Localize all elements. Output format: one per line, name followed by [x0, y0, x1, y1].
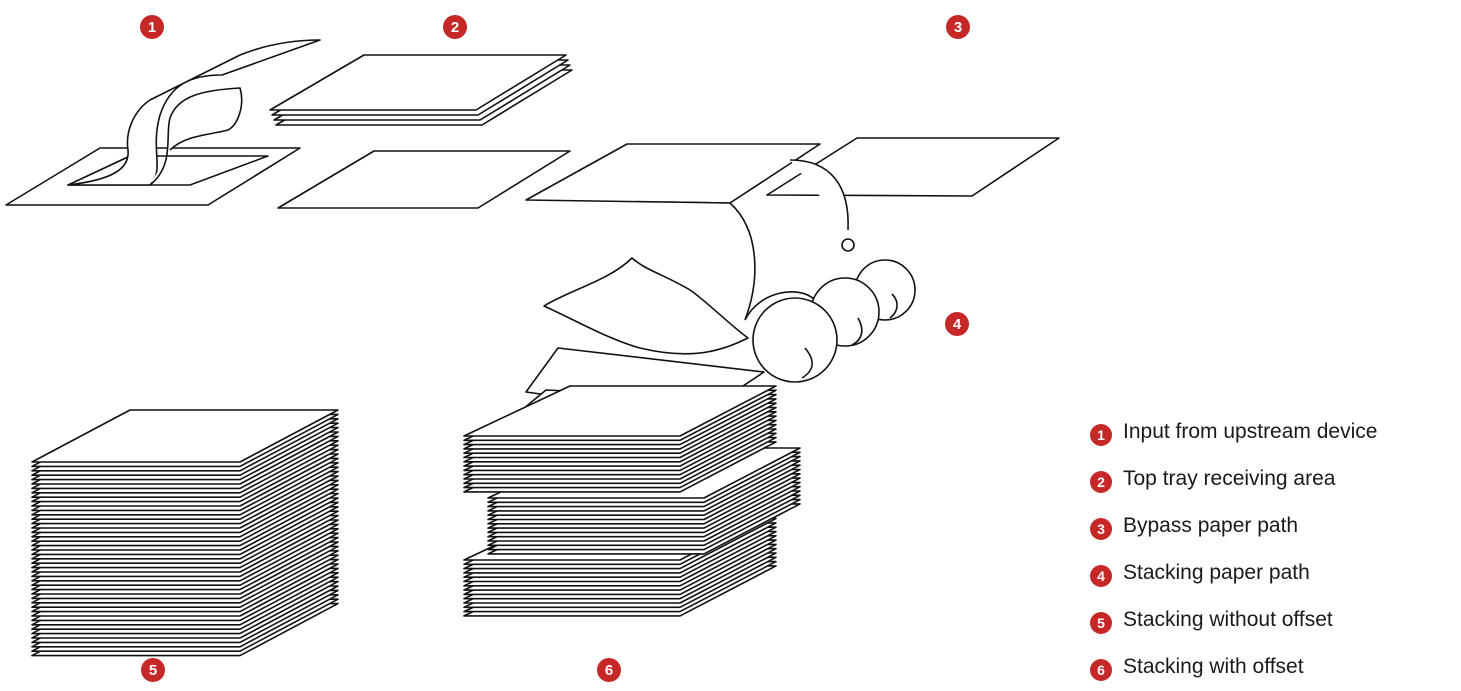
legend-item: 4 Stacking paper path [1090, 549, 1460, 596]
legend-badge: 4 [1090, 564, 1112, 587]
svg-text:5: 5 [149, 662, 157, 679]
input-upstream-illustration [5, 39, 321, 206]
svg-text:6: 6 [605, 662, 613, 679]
badge-5: 5 [141, 658, 165, 682]
stack-without-offset [31, 409, 339, 657]
badge-1: 1 [140, 15, 164, 39]
legend-badge: 3 [1090, 517, 1112, 540]
badge-2: 2 [443, 15, 467, 39]
legend: 1 Input from upstream device 2 Top tray … [1090, 408, 1460, 690]
legend-label: Stacking without offset [1123, 607, 1333, 631]
svg-text:1: 1 [148, 19, 156, 36]
bypass-path-illustration [525, 137, 1060, 321]
legend-item: 3 Bypass paper path [1090, 502, 1460, 549]
legend-label: Stacking paper path [1123, 560, 1310, 584]
legend-badge: 2 [1090, 470, 1112, 493]
badge-3: 3 [946, 15, 970, 39]
svg-text:4: 4 [953, 316, 962, 333]
legend-item: 5 Stacking without offset [1090, 596, 1460, 643]
legend-item: 2 Top tray receiving area [1090, 455, 1460, 502]
paper-sheet [31, 409, 339, 463]
legend-label: Bypass paper path [1123, 513, 1299, 537]
badge-4: 4 [945, 312, 969, 336]
legend-label: Stacking with offset [1123, 654, 1304, 678]
legend-item: 6 Stacking with offset [1090, 643, 1460, 690]
legend-badge: 5 [1090, 611, 1112, 634]
paper-sheet [463, 385, 777, 437]
svg-text:3: 3 [954, 19, 962, 36]
legend-badge: 6 [1090, 658, 1112, 681]
top-tray-illustration [269, 54, 573, 209]
legend-label: Top tray receiving area [1123, 466, 1336, 490]
badge-6: 6 [597, 658, 621, 682]
stack-with-offset [463, 385, 801, 617]
legend-label: Input from upstream device [1123, 419, 1378, 443]
legend-item: 1 Input from upstream device [1090, 408, 1460, 455]
svg-text:2: 2 [451, 19, 459, 36]
legend-badge: 1 [1090, 423, 1112, 446]
